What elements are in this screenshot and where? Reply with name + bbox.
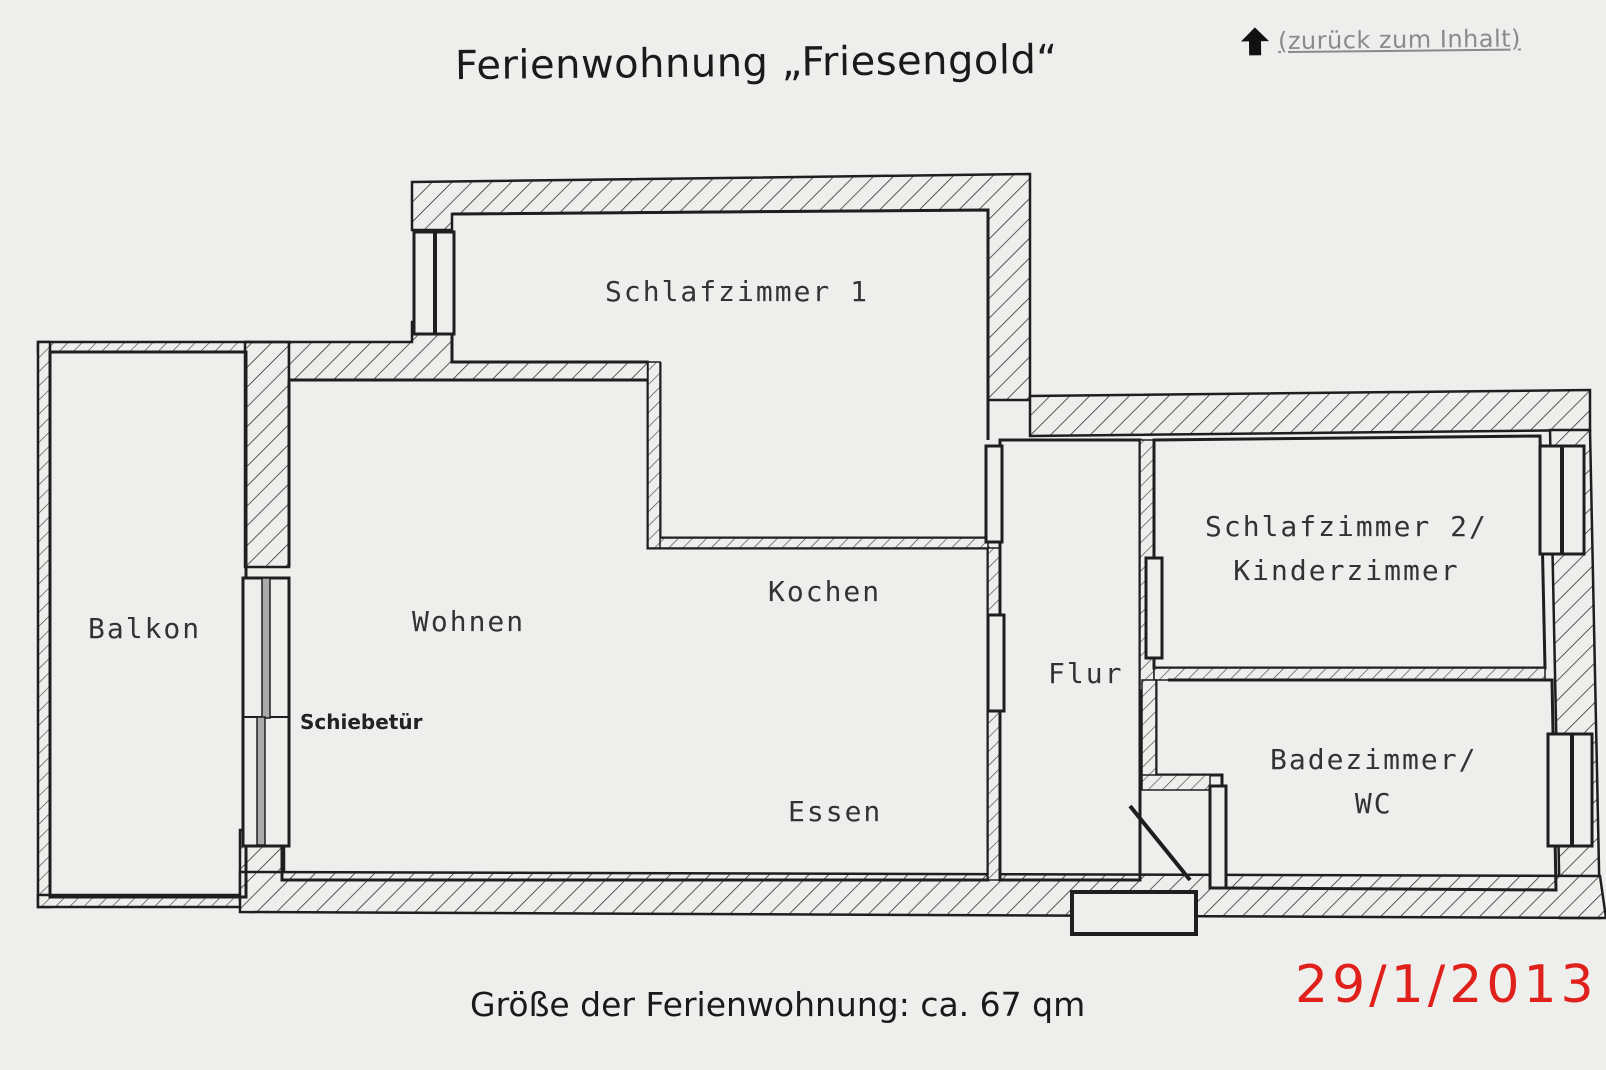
sliding-door-annotation: Schiebetür <box>300 710 423 734</box>
room-label-schlafzimmer-1: Schlafzimmer 1 <box>605 275 870 308</box>
room-label-badezimmer-line1: Badezimmer/ <box>1270 743 1478 776</box>
room-label-schlafzimmer-2: Schlafzimmer 2/ Kinderzimmer <box>1205 505 1488 593</box>
room-label-kochen: Kochen <box>768 575 882 608</box>
apartment-size-note: Größe der Ferienwohnung: ca. 67 qm <box>470 985 1086 1024</box>
photo-date-stamp: 29/1/2013 <box>1295 955 1598 1015</box>
room-label-schlafzimmer-2-line1: Schlafzimmer 2/ <box>1205 510 1488 543</box>
room-label-essen: Essen <box>788 795 883 828</box>
windows <box>241 230 1594 936</box>
room-label-balkon: Balkon <box>88 612 202 645</box>
room-label-badezimmer-line2: WC <box>1354 787 1393 820</box>
room-label-schlafzimmer-2-line2: Kinderzimmer <box>1233 554 1460 587</box>
back-to-contents-link[interactable]: (zurück zum Inhalt) <box>1240 23 1521 58</box>
up-arrow-icon <box>1241 27 1270 56</box>
room-label-badezimmer: Badezimmer/ WC <box>1270 738 1477 826</box>
room-label-wohnen: Wohnen <box>412 605 526 638</box>
room-label-flur: Flur <box>1048 657 1124 690</box>
